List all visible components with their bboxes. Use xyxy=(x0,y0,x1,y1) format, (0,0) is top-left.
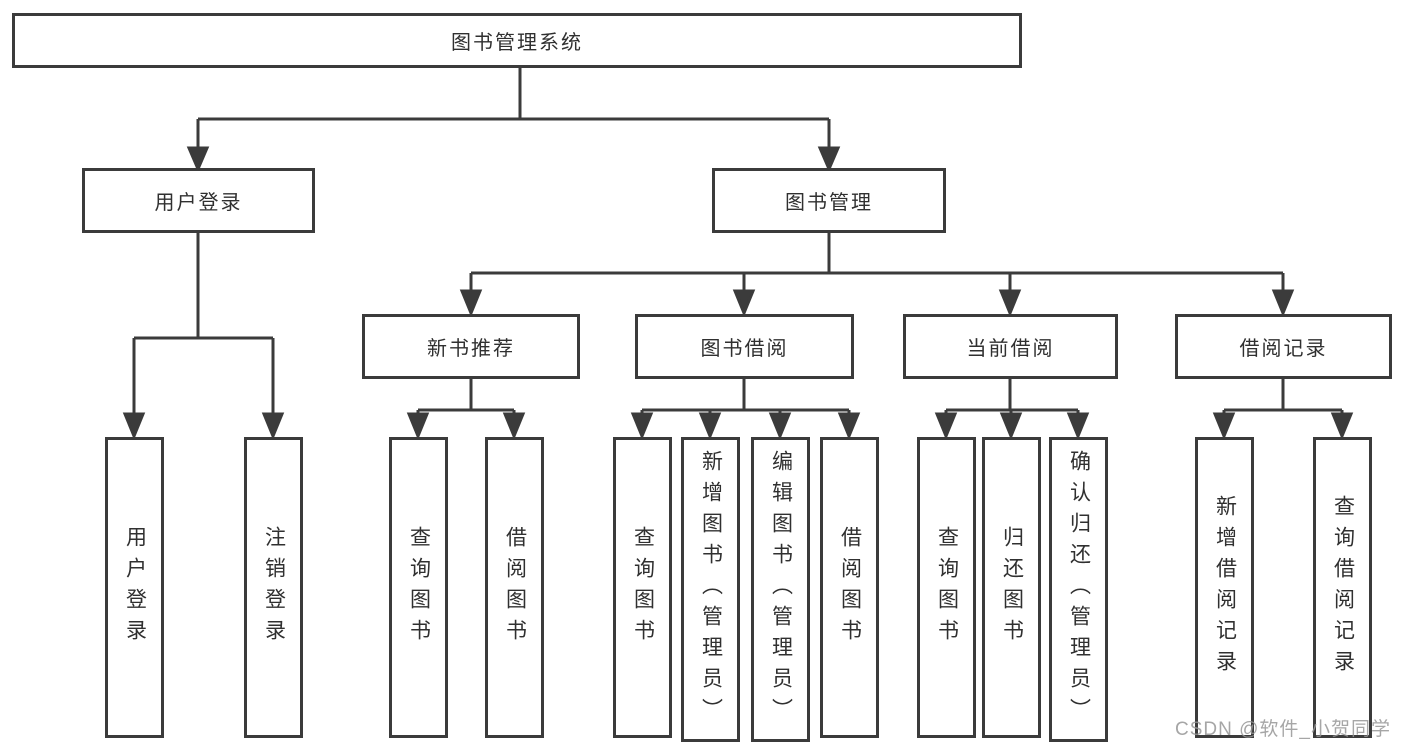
node-borrowing-records-label: 借阅记录 xyxy=(1239,338,1328,360)
node-query-books-current: 查询图书 xyxy=(917,437,976,738)
node-new-book-recommend: 新书推荐 xyxy=(362,314,580,379)
node-current-borrowing-label: 当前借阅 xyxy=(966,338,1055,360)
node-query-borrow-record-label: 查询借阅记录 xyxy=(1331,494,1355,681)
node-logout-leaf: 注销登录 xyxy=(244,437,303,738)
node-edit-book-admin-label: 编辑图书（管理员） xyxy=(769,450,793,729)
node-book-management: 图书管理 xyxy=(712,168,946,233)
connector-root-to-level2 xyxy=(186,68,841,173)
node-root-label: 图书管理系统 xyxy=(451,32,583,54)
node-borrow-books-leaf-label: 借阅图书 xyxy=(838,525,862,650)
connector-book-management-level3 xyxy=(459,233,1295,317)
node-new-book-recommend-label: 新书推荐 xyxy=(427,338,515,360)
node-confirm-return-admin-label: 确认归还（管理员） xyxy=(1067,450,1091,729)
node-book-management-label: 图书管理 xyxy=(785,192,873,214)
node-book-borrowing-label: 图书借阅 xyxy=(700,338,789,360)
node-return-books-label: 归还图书 xyxy=(1000,525,1024,650)
node-return-books: 归还图书 xyxy=(982,437,1041,738)
node-query-borrow-record: 查询借阅记录 xyxy=(1313,437,1372,738)
node-borrow-books-recommend-label: 借阅图书 xyxy=(503,525,527,650)
node-query-books-recommend: 查询图书 xyxy=(389,437,448,738)
node-query-books-current-label: 查询图书 xyxy=(935,525,959,650)
node-logout-leaf-label: 注销登录 xyxy=(262,525,286,650)
connector-borrow-records-children xyxy=(1212,379,1354,440)
node-book-borrowing: 图书借阅 xyxy=(635,314,854,379)
node-borrowing-records: 借阅记录 xyxy=(1175,314,1392,379)
node-borrow-books-leaf: 借阅图书 xyxy=(820,437,879,738)
node-user-login-leaf: 用户登录 xyxy=(105,437,164,738)
connector-user-login-children xyxy=(122,233,285,440)
node-add-book-admin: 新增图书（管理员） xyxy=(681,437,740,742)
node-edit-book-admin: 编辑图书（管理员） xyxy=(751,437,810,742)
node-query-books-borrow-label: 查询图书 xyxy=(631,525,655,650)
node-confirm-return-admin: 确认归还（管理员） xyxy=(1049,437,1108,742)
connector-current-borrow-children xyxy=(934,379,1090,440)
watermark: CSDN @软件_小贺同学 xyxy=(1175,719,1391,740)
node-user-login-leaf-label: 用户登录 xyxy=(123,525,147,650)
node-user-login: 用户登录 xyxy=(82,168,315,233)
node-user-login-label: 用户登录 xyxy=(154,192,243,214)
connector-book-borrow-children xyxy=(630,379,861,440)
connector-new-book-children xyxy=(406,379,526,440)
node-root: 图书管理系统 xyxy=(12,13,1022,68)
node-current-borrowing: 当前借阅 xyxy=(903,314,1118,379)
node-query-books-recommend-label: 查询图书 xyxy=(407,525,431,650)
node-add-borrow-record-label: 新增借阅记录 xyxy=(1213,494,1237,681)
node-add-book-admin-label: 新增图书（管理员） xyxy=(699,450,723,729)
node-add-borrow-record: 新增借阅记录 xyxy=(1195,437,1254,738)
node-query-books-borrow: 查询图书 xyxy=(613,437,672,738)
node-borrow-books-recommend: 借阅图书 xyxy=(485,437,544,738)
